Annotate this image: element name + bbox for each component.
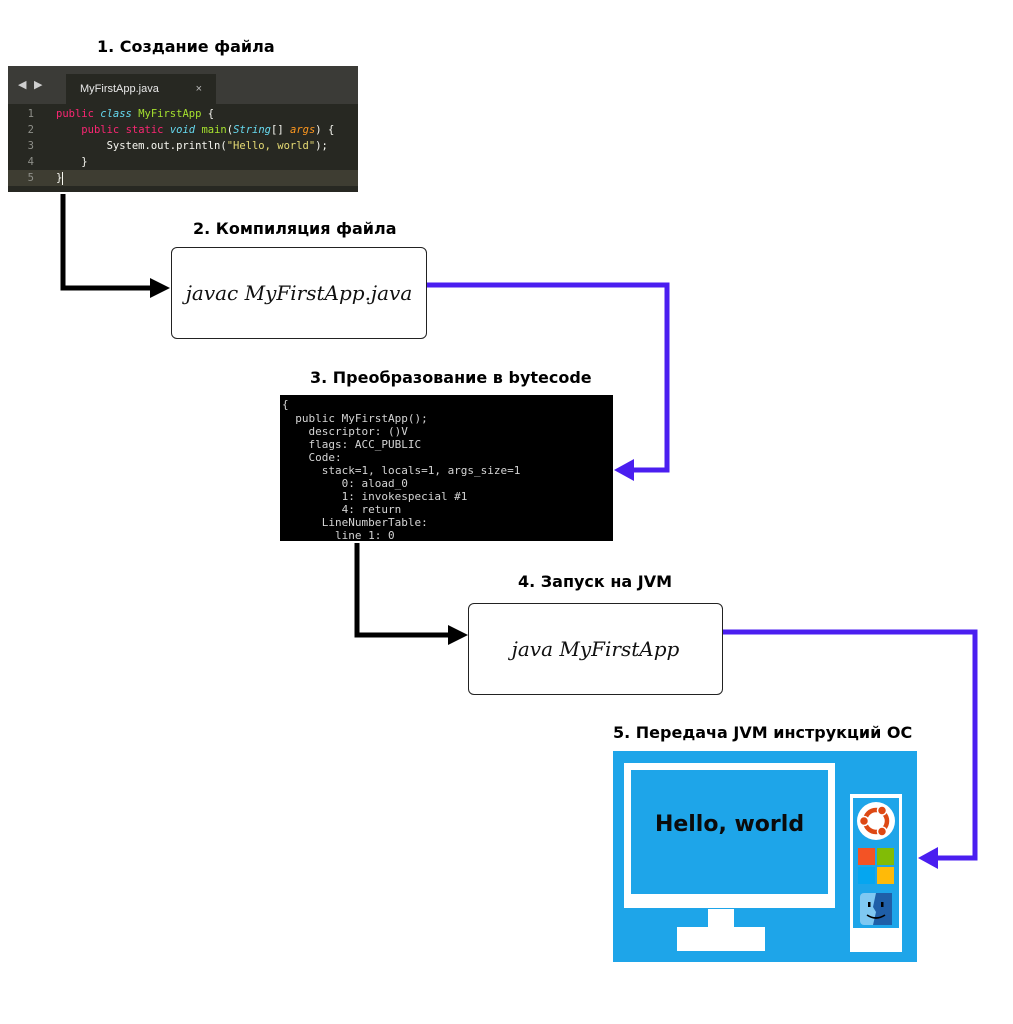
tower-panel bbox=[853, 798, 899, 928]
code-token: MyFirstApp bbox=[138, 108, 202, 120]
code-area[interactable]: 1 public class MyFirstApp { 2 public stat… bbox=[8, 106, 358, 186]
monitor-stand-neck bbox=[708, 909, 734, 927]
compile-command-box: javac MyFirstApp.java bbox=[171, 247, 427, 339]
mac-finder-icon bbox=[860, 893, 892, 925]
step-1-title: 1. Создание файла bbox=[97, 37, 275, 56]
line-number: 5 bbox=[27, 172, 34, 184]
bytecode-line: 4: return bbox=[282, 503, 402, 516]
code-token: "Hello, world" bbox=[226, 140, 316, 152]
step-4-title: 4. Запуск на JVM bbox=[518, 572, 673, 591]
bytecode-line: line 1: 0 bbox=[282, 529, 395, 541]
code-token: ( bbox=[226, 124, 234, 136]
code-token: void bbox=[169, 124, 196, 136]
code-token: public bbox=[56, 108, 94, 120]
code-line: 1 public class MyFirstApp { bbox=[8, 106, 358, 122]
arrow-bytecode-to-run bbox=[354, 543, 450, 638]
code-token: static bbox=[125, 124, 164, 136]
arrow-editor-to-compile bbox=[60, 194, 152, 291]
code-token: ); bbox=[315, 140, 328, 152]
arrowhead-black-1 bbox=[150, 278, 170, 298]
code-token: [] bbox=[271, 124, 284, 136]
tower-foot bbox=[850, 936, 902, 952]
monitor-stand-base bbox=[677, 927, 765, 951]
line-number: 2 bbox=[27, 124, 34, 136]
arrowhead-black-2 bbox=[448, 625, 468, 645]
bytecode-line: LineNumberTable: bbox=[282, 516, 428, 529]
code-line: 2 public static void main(String[] args)… bbox=[8, 122, 358, 138]
bytecode-line: descriptor: ()V bbox=[282, 425, 408, 438]
code-editor: ◀ ▶ MyFirstApp.java × 1 public class MyFi… bbox=[8, 66, 358, 192]
windows-icon bbox=[858, 848, 894, 884]
code-token: args bbox=[290, 124, 316, 136]
code-line-active: 5} bbox=[8, 170, 358, 186]
screen-output-text: Hello, world bbox=[654, 812, 805, 837]
bytecode-line: Code: bbox=[282, 451, 342, 464]
line-number: 4 bbox=[27, 156, 34, 168]
code-token: class bbox=[100, 108, 132, 120]
bytecode-line: public MyFirstApp(); bbox=[282, 412, 428, 425]
code-token: main bbox=[201, 124, 227, 136]
editor-tab-bar: ◀ ▶ MyFirstApp.java × bbox=[8, 66, 358, 104]
bytecode-line: 1: invokespecial #1 bbox=[282, 490, 468, 503]
editor-tab-label: MyFirstApp.java bbox=[80, 83, 159, 95]
bytecode-line: 0: aload_0 bbox=[282, 477, 408, 490]
code-line: 4 } bbox=[8, 154, 358, 170]
run-command-box: java MyFirstApp bbox=[468, 603, 723, 695]
bytecode-line: flags: ACC_PUBLIC bbox=[282, 438, 422, 451]
arrowhead-purple-2 bbox=[918, 847, 938, 869]
arrowhead-purple-1 bbox=[614, 459, 634, 481]
line-number: 1 bbox=[27, 108, 34, 120]
code-token: ) { bbox=[315, 124, 335, 136]
code-token: { bbox=[207, 108, 215, 120]
computer-illustration: Hello, world bbox=[613, 751, 917, 962]
code-token: public bbox=[81, 124, 120, 136]
code-token: } bbox=[81, 156, 88, 168]
nav-arrows-icon[interactable]: ◀ ▶ bbox=[18, 78, 45, 91]
pc-tower bbox=[850, 794, 902, 952]
bytecode-line: { bbox=[282, 398, 289, 411]
monitor-screen: Hello, world bbox=[631, 770, 828, 894]
code-token: } bbox=[56, 172, 63, 184]
code-line: 3 System.out.println("Hello, world"); bbox=[8, 138, 358, 154]
step-2-title: 2. Компиляция файла bbox=[193, 219, 397, 238]
text-cursor bbox=[62, 171, 64, 185]
code-token: String bbox=[233, 124, 272, 136]
step-3-title: 3. Преобразование в bytecode bbox=[310, 368, 592, 387]
bytecode-terminal: { public MyFirstApp(); descriptor: ()V f… bbox=[280, 395, 613, 541]
bytecode-line: stack=1, locals=1, args_size=1 bbox=[282, 464, 521, 477]
ubuntu-icon bbox=[857, 802, 895, 840]
line-number: 3 bbox=[27, 140, 34, 152]
monitor: Hello, world bbox=[624, 763, 835, 908]
step-5-title: 5. Передача JVM инструкций ОС bbox=[613, 723, 913, 742]
tab-close-icon[interactable]: × bbox=[195, 83, 202, 95]
editor-tab[interactable]: MyFirstApp.java × bbox=[66, 74, 216, 104]
code-token: System.out.println( bbox=[106, 140, 227, 152]
